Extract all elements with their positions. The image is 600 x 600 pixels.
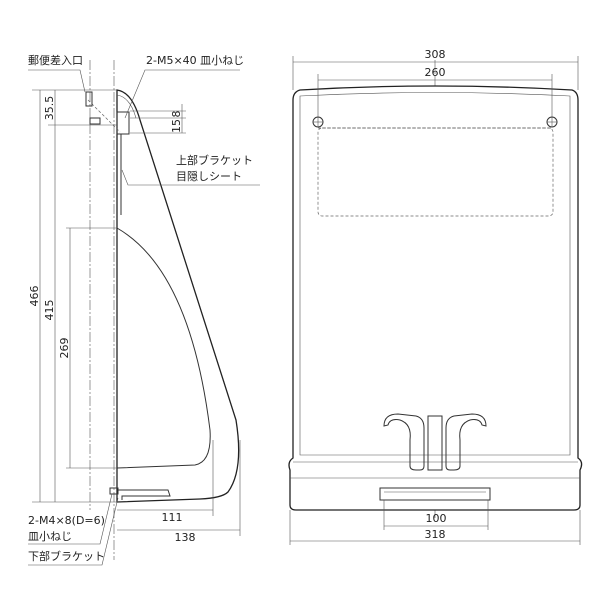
top-cap-inner: [116, 94, 137, 119]
dim-bracket-b: 15: [170, 119, 183, 133]
bottom-bracket: [118, 489, 171, 500]
label-bottom-screws-1: 2-M4×8(D=6): [28, 514, 105, 527]
body-side-outline: [116, 89, 240, 503]
bottom-screw: [109, 487, 119, 495]
dim-window-height: 269: [58, 338, 71, 359]
front-dimensions: 308 260 100 318: [289, 48, 581, 545]
dim-total-depth: 138: [175, 531, 196, 544]
dim-total-height: 466: [28, 286, 41, 307]
dim-slot-width: 100: [426, 512, 447, 525]
side-labels: 郵便差入口 2-M5×40 皿小ねじ 上部ブラケット 目隠しシート 2-M4×8…: [28, 53, 260, 566]
body-front-outline: [288, 85, 583, 511]
label-top-screws: 2-M5×40 皿小ねじ: [146, 54, 244, 67]
window-side-outline: [116, 227, 211, 469]
dim-body-height: 415: [43, 300, 56, 321]
mail-slot: [85, 91, 93, 107]
side-view: 466 35.5 415 269 8 15 111 138 郵便差入口: [28, 53, 260, 566]
top-screw: [89, 117, 101, 125]
dim-total-width: 308: [425, 48, 446, 61]
label-bottom-bracket: 下部ブラケット: [28, 549, 105, 563]
dim-bracket-a: 8: [170, 111, 183, 118]
embossed-logo-icon: [383, 413, 487, 471]
mail-slot-flap: [87, 99, 121, 133]
window-front-hidden: [317, 127, 554, 217]
front-view: 308 260 100 318: [288, 48, 583, 545]
dim-screw-pitch: 260: [425, 66, 446, 79]
label-top-bracket-2: 目隠しシート: [176, 170, 242, 183]
screw-icon-right: [546, 116, 558, 128]
dim-bottom-depth: 111: [162, 511, 183, 524]
body-front-inner: [299, 92, 571, 456]
label-bottom-screws-2: 皿小ねじ: [28, 530, 72, 543]
side-dimensions: 466 35.5 415 269 8 15 111 138: [28, 89, 241, 544]
dim-base-width: 318: [425, 528, 446, 541]
bottom-slot: [379, 487, 491, 501]
dim-top-offset: 35.5: [43, 96, 56, 121]
label-mail-slot: 郵便差入口: [28, 53, 83, 67]
screw-icon-left: [312, 116, 324, 128]
label-top-bracket-1: 上部ブラケット: [176, 153, 253, 167]
top-bracket: [116, 111, 130, 135]
